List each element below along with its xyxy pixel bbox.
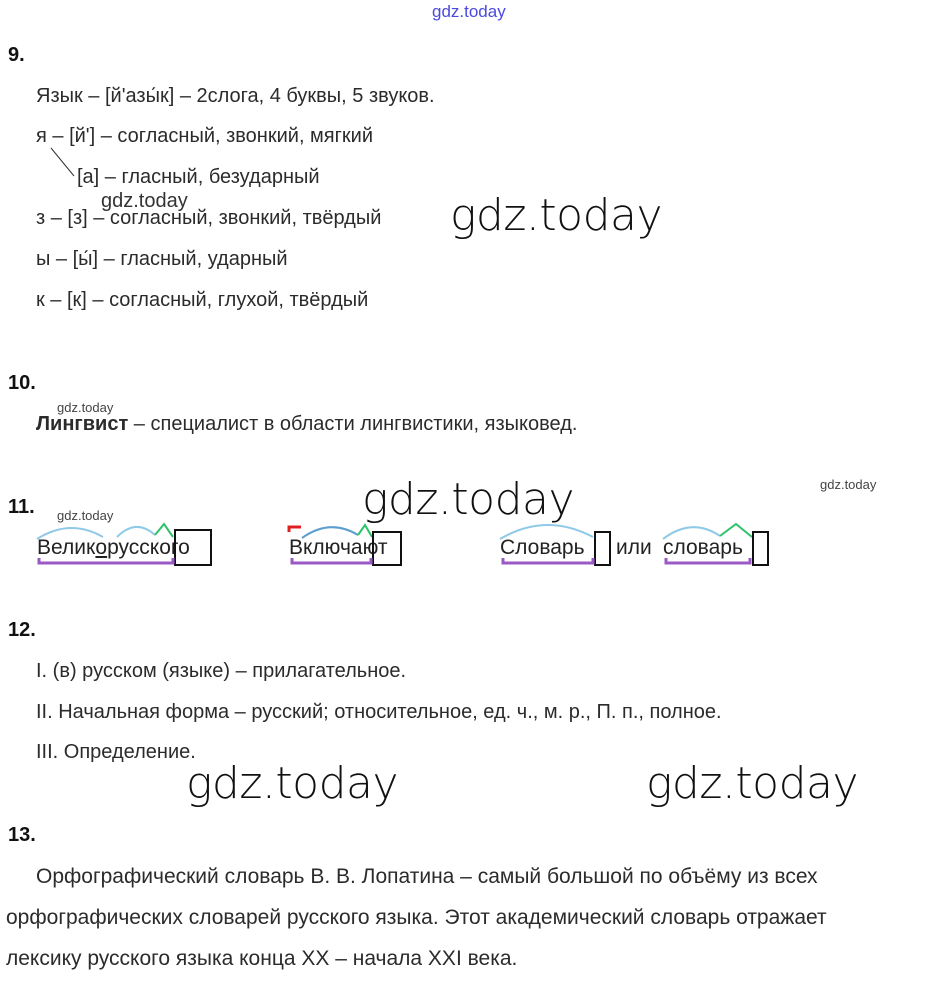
watermark: gdz.today xyxy=(450,190,663,241)
definition: – специалист в области лингвистики, язык… xyxy=(128,413,578,435)
task9-line: Язык – [й'азы́к] – 2слога, 4 буквы, 5 зв… xyxy=(36,85,435,107)
task-number-12: 12. xyxy=(8,619,36,641)
task9-line: я – [й'] – согласный, звонкий, мягкий xyxy=(36,125,374,147)
watermark: gdz.today xyxy=(57,400,114,415)
task10-text: Лингвист – специалист в области лингвист… xyxy=(36,413,577,436)
task-number-11: 11. xyxy=(8,496,35,518)
ending-box xyxy=(594,531,611,566)
task9-line: з – [з] – согласный, звонкий, твёрдый xyxy=(36,207,382,229)
watermark: gdz.today xyxy=(362,474,575,525)
word-velikorusskogo: Великорусского xyxy=(37,536,190,559)
word-slovar-2: словарь xyxy=(663,536,743,559)
word-or: или xyxy=(616,536,652,559)
watermark: gdz.today xyxy=(646,758,859,809)
word-slovar: Словарь xyxy=(500,536,585,559)
task13-line: орфографических словарей русского языка.… xyxy=(6,906,827,929)
watermark: gdz.today xyxy=(101,190,188,212)
task12-line: I. (в) русском (языке) – прилагательное. xyxy=(36,660,407,682)
task12-line: III. Определение. xyxy=(36,741,196,763)
task13-line: лексику русского языка конца XX – начала… xyxy=(6,947,518,970)
task12-line: II. Начальная форма – русский; относител… xyxy=(36,701,722,723)
task9-line: [а] – гласный, безударный xyxy=(77,166,320,188)
task-number-13: 13. xyxy=(8,824,36,846)
watermark: gdz.today xyxy=(432,2,506,21)
task-number-10: 10. xyxy=(8,372,36,394)
task9-line: к – [к] – согласный, глухой, твёрдый xyxy=(36,289,369,311)
watermark: gdz.today xyxy=(820,477,877,492)
prefix-mark xyxy=(287,525,301,532)
connecting-vowel: о xyxy=(95,536,108,559)
term: Лингвист xyxy=(36,413,129,435)
task9-line: ы – [ы́] – гласный, ударный xyxy=(36,248,288,270)
word-vklyuchayut: Включают xyxy=(289,536,388,559)
ending-box xyxy=(752,531,769,566)
watermark: gdz.today xyxy=(186,758,399,809)
task-number-9: 9. xyxy=(8,44,25,66)
task13-line: Орфографический словарь В. В. Лопатина –… xyxy=(36,865,818,888)
watermark: gdz.today xyxy=(57,508,114,523)
